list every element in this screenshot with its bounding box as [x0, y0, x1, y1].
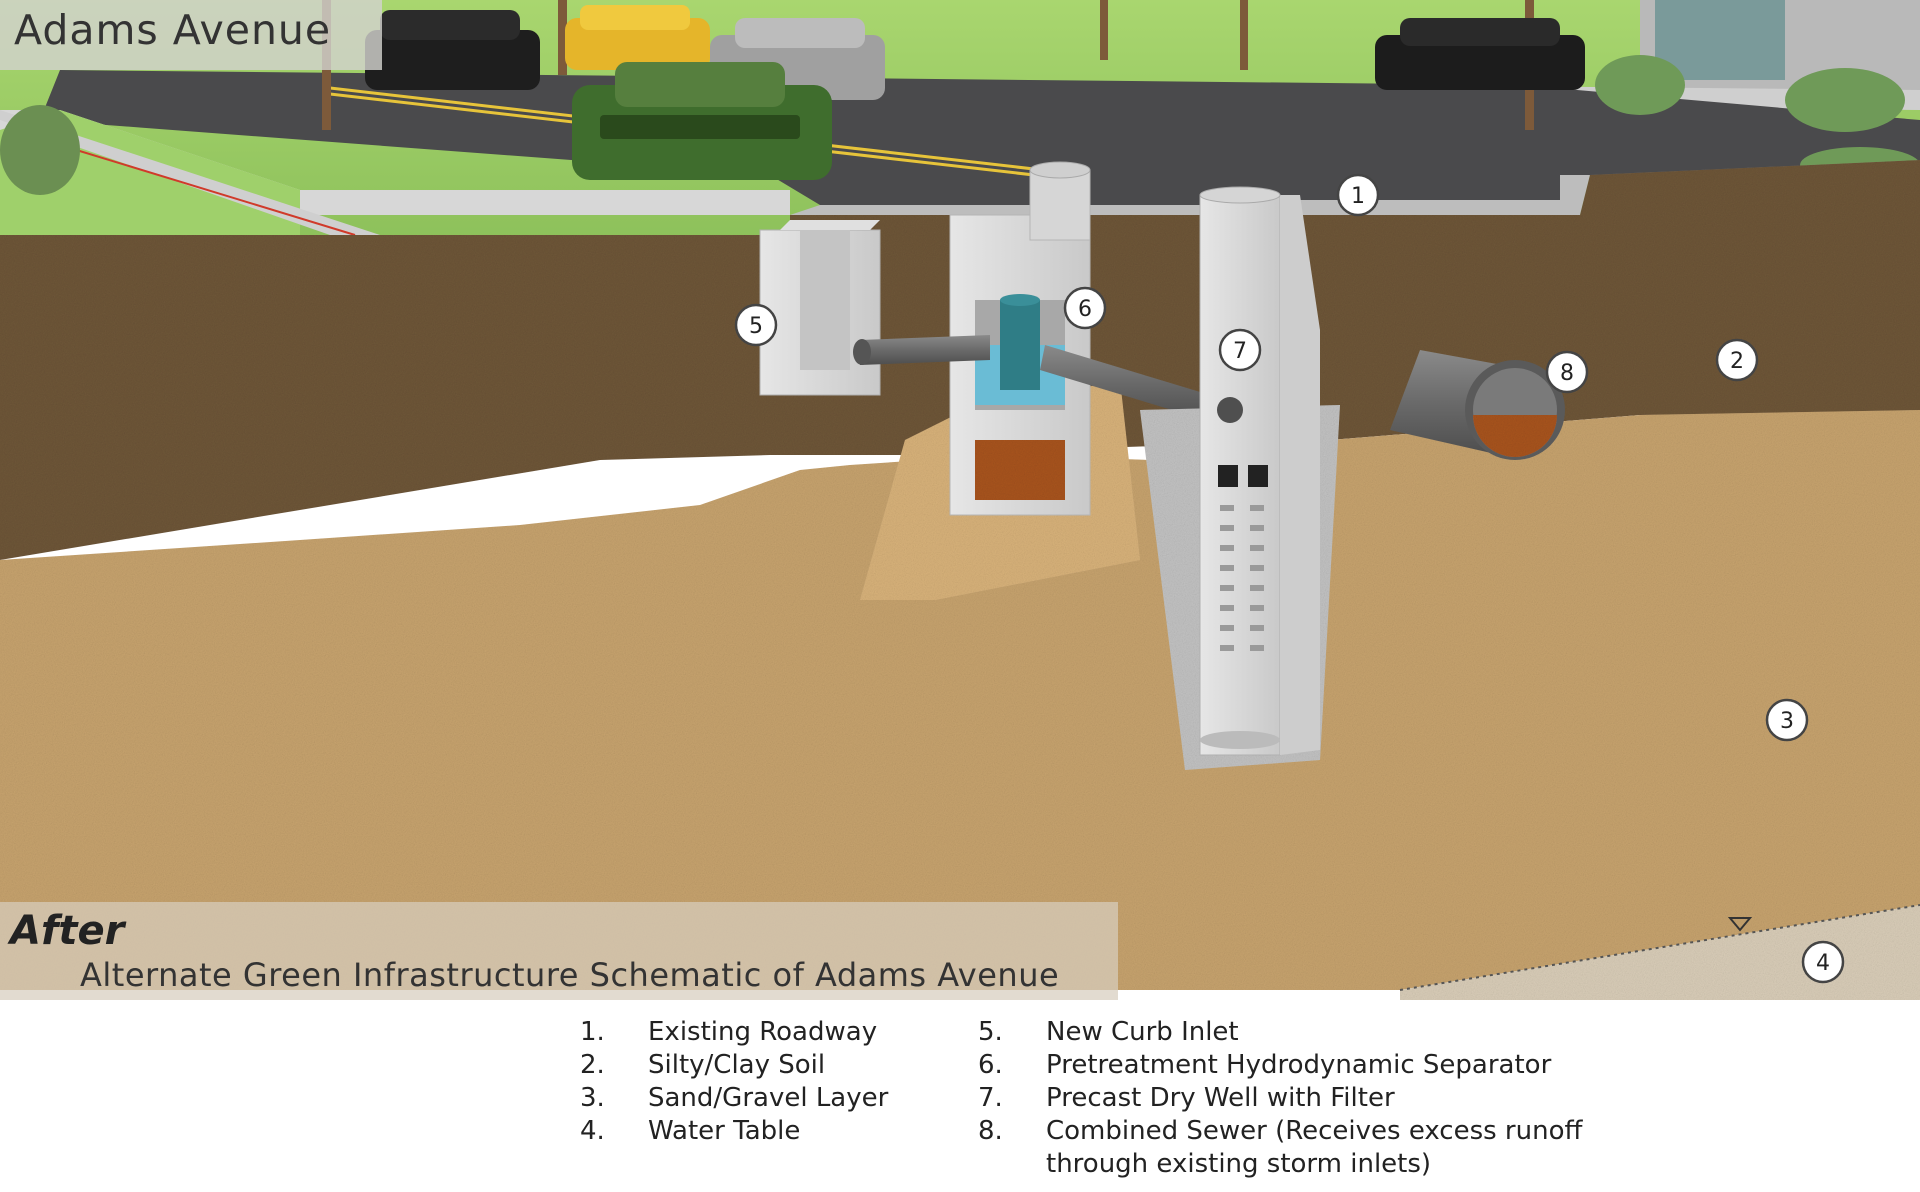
caption-panel	[0, 902, 1118, 1000]
scene-title: Adams Avenue	[14, 6, 332, 54]
legend-item: 7. Precast Dry Well with Filter	[978, 1082, 1626, 1115]
legend-column-right: 5. New Curb Inlet 6. Pretreatment Hydrod…	[978, 1016, 1626, 1181]
water-table-triangle-icon	[1727, 917, 1753, 932]
caption-subtitle: Alternate Green Infrastructure Schematic…	[80, 956, 1060, 994]
parked-car-green	[572, 62, 832, 180]
legend-item: 4. Water Table	[580, 1115, 888, 1148]
legend-number: 2.	[580, 1050, 605, 1080]
svg-text:8: 8	[1560, 361, 1574, 386]
legend-column-left: 1. Existing Roadway 2. Silty/Clay Soil 3…	[580, 1016, 888, 1148]
marker-5: 5	[734, 303, 778, 347]
legend-item: 6. Pretreatment Hydrodynamic Separator	[978, 1049, 1626, 1082]
legend-number: 7.	[978, 1083, 1003, 1113]
legend-number: 3.	[580, 1083, 605, 1113]
marker-8: 8	[1545, 350, 1589, 394]
marker-2: 2	[1715, 338, 1759, 382]
marker-6: 6	[1063, 286, 1107, 330]
inlet-to-separator-pipe	[860, 335, 990, 365]
legend-item: 1. Existing Roadway	[580, 1016, 888, 1049]
svg-text:3: 3	[1780, 709, 1794, 734]
legend-label: Combined Sewer (Receives excess runoff t…	[1046, 1116, 1583, 1179]
legend-label: Sand/Gravel Layer	[648, 1083, 889, 1113]
scene-title-panel	[0, 0, 382, 70]
svg-text:5: 5	[749, 314, 763, 339]
parked-car-black	[365, 10, 540, 90]
sand-gravel-layer	[0, 410, 1920, 990]
separator-to-drywell-pipe	[1040, 345, 1210, 420]
legend-item: 3. Sand/Gravel Layer	[580, 1082, 888, 1115]
legend-number: 5.	[978, 1017, 1003, 1047]
caption-label: After	[10, 908, 125, 954]
legend-item: 5. New Curb Inlet	[978, 1016, 1626, 1049]
legend-number: 8.	[978, 1116, 1003, 1146]
legend-label: Precast Dry Well with Filter	[1046, 1083, 1395, 1113]
legend-label: New Curb Inlet	[1046, 1017, 1239, 1047]
legend-label: Existing Roadway	[648, 1017, 878, 1047]
legend-number: 1.	[580, 1017, 605, 1047]
legend-number: 4.	[580, 1116, 605, 1146]
new-curb-inlet	[759, 220, 881, 396]
water-table-layer	[1399, 904, 1920, 1000]
legend-label: Water Table	[648, 1116, 801, 1146]
parked-car-yellow	[565, 5, 710, 70]
svg-text:4: 4	[1816, 951, 1830, 976]
legend-item: 2. Silty/Clay Soil	[580, 1049, 888, 1082]
legend-label: Pretreatment Hydrodynamic Separator	[1046, 1050, 1552, 1080]
svg-text:1: 1	[1351, 184, 1365, 209]
legend-item: 8. Combined Sewer (Receives excess runof…	[978, 1115, 1626, 1181]
legend-number: 6.	[978, 1050, 1003, 1080]
street-surface	[0, 0, 1920, 250]
marker-7: 7	[1218, 328, 1262, 372]
legend-label: Silty/Clay Soil	[648, 1050, 826, 1080]
marker-4: 4	[1801, 940, 1845, 984]
svg-text:7: 7	[1233, 339, 1247, 364]
combined-sewer-pipe	[1390, 350, 1565, 460]
precast-dry-well-with-filter	[1140, 186, 1340, 770]
parked-car-far-black	[1375, 18, 1585, 90]
marker-3: 3	[1765, 698, 1809, 742]
svg-text:6: 6	[1078, 297, 1092, 322]
infrastructure-schematic: 1 2 3 4 5 6 7 8	[0, 0, 1920, 1000]
marker-1: 1	[1336, 173, 1380, 217]
svg-text:2: 2	[1730, 349, 1744, 374]
